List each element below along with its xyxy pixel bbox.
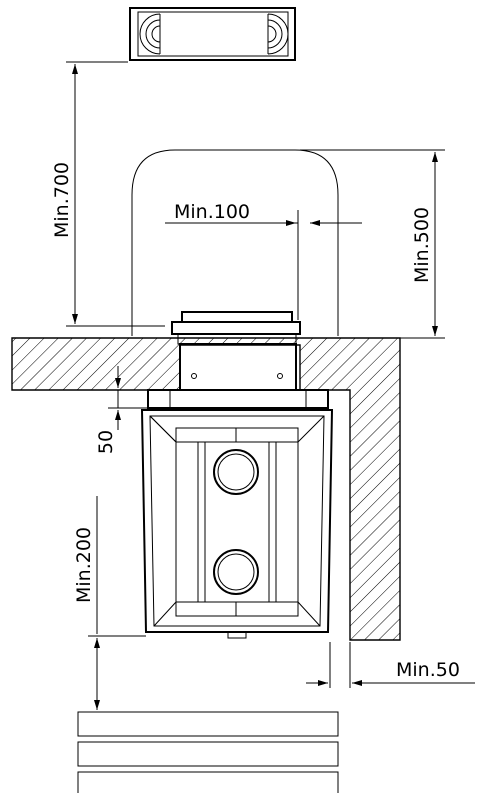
min-50-label: Min.50	[396, 659, 460, 681]
stove-body	[140, 389, 334, 639]
dimension-min-700: Min.700	[51, 61, 165, 327]
flue-adapter	[171, 311, 301, 391]
hatched-wall-and-ceiling	[11, 337, 401, 641]
min-100-label: Min.100	[174, 201, 250, 223]
left-coil-icon	[139, 13, 161, 55]
dimension-min-500: Min.500	[300, 149, 445, 339]
dimension-min-200: Min.200	[73, 496, 146, 710]
dimension-min-100: Min.100	[165, 201, 362, 320]
min-500-label: Min.500	[411, 207, 433, 283]
bottom-floor-units	[77, 711, 339, 793]
right-coil-icon	[267, 13, 289, 55]
gap-50-label: 50	[95, 430, 117, 454]
lower-port-icon	[213, 549, 259, 595]
top-ceiling-unit	[129, 7, 296, 61]
upper-port-icon	[213, 449, 259, 495]
dimension-50: 50	[95, 366, 148, 454]
dimension-min-50: Min.50	[306, 642, 475, 688]
min-700-label: Min.700	[51, 162, 73, 238]
min-200-label: Min.200	[73, 527, 95, 603]
clearance-envelope	[131, 149, 339, 336]
